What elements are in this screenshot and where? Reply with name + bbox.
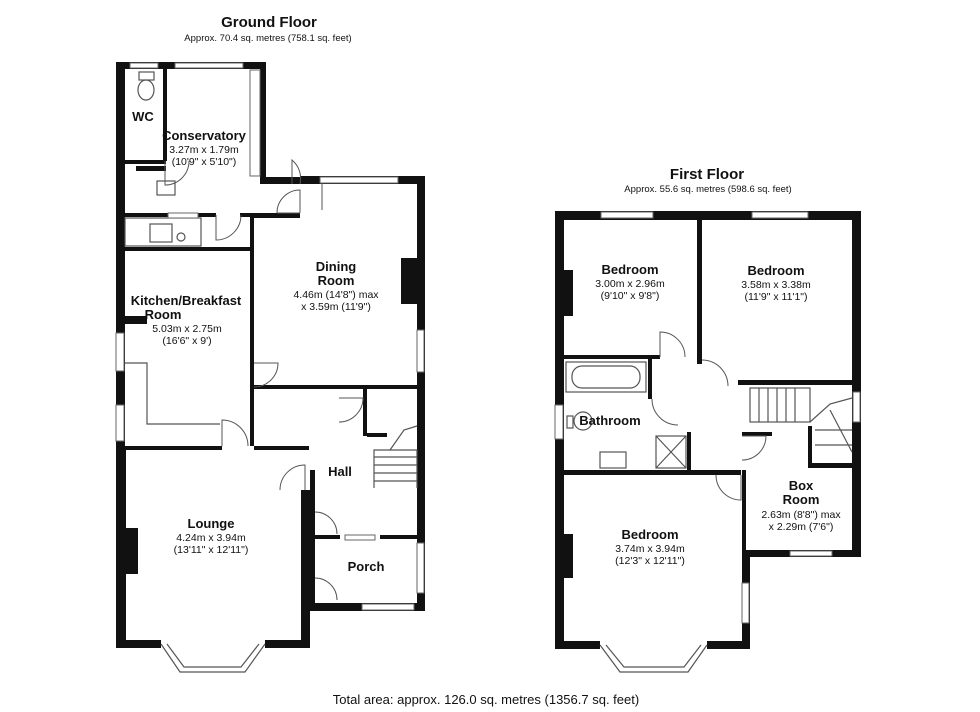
- bedroom-a-dim-imperial: (9'10" x 9'8"): [601, 290, 660, 302]
- dining-room-dim-1: 4.46m (14'8") max: [293, 289, 379, 301]
- lounge-dim-metric: 4.24m x 3.94m: [176, 532, 246, 544]
- lounge-dim-imperial: (13'11" x 12'11"): [174, 544, 249, 556]
- wc-fittings: [137, 71, 186, 243]
- lounge-label: Lounge: [188, 516, 235, 531]
- bedroom-bay-window: [599, 644, 708, 673]
- dining-room-label-2: Room: [318, 273, 355, 288]
- bedroom-b-label: Bedroom: [747, 263, 804, 278]
- first-floor-internal-walls: [564, 218, 855, 578]
- conservatory-dim-metric: 3.27m x 1.79m: [169, 144, 239, 156]
- box-room-label-1: Box: [789, 478, 814, 493]
- bedroom-c-label: Bedroom: [621, 527, 678, 542]
- dining-room-label-1: Dining: [316, 259, 356, 274]
- hall-label: Hall: [328, 464, 352, 479]
- dining-room-dim-2: x 3.59m (11'9"): [301, 301, 371, 313]
- box-room-dim-2: x 2.29m (7'6"): [769, 521, 834, 533]
- bedroom-b-dim-imperial: (11'9" x 11'1"): [744, 291, 807, 303]
- ground-floor-windows: [115, 62, 425, 611]
- ground-floor-area: Approx. 70.4 sq. metres (758.1 sq. feet): [184, 33, 351, 44]
- box-room-label-2: Room: [783, 492, 820, 507]
- kitchen-dim-metric: 5.03m x 2.75m: [152, 323, 222, 335]
- bedroom-b-dim-metric: 3.58m x 3.38m: [741, 279, 811, 291]
- bedroom-a-dim-metric: 3.00m x 2.96m: [595, 278, 665, 290]
- bathroom-fittings: [565, 361, 687, 469]
- total-area: Total area: approx. 126.0 sq. metres (13…: [333, 692, 639, 707]
- porch-label: Porch: [348, 559, 385, 574]
- first-floor-plan: First Floor Approx. 55.6 sq. metres (598…: [554, 166, 861, 673]
- bathroom-label: Bathroom: [579, 413, 640, 428]
- first-floor-title: First Floor: [670, 166, 744, 183]
- box-room-dim-1: 2.63m (8'8") max: [761, 509, 841, 521]
- conservatory-label: Conservatory: [162, 128, 247, 143]
- lounge-bay-window: [160, 643, 266, 673]
- ground-floor-internal-walls: [116, 69, 420, 574]
- first-floor-area: Approx. 55.6 sq. metres (598.6 sq. feet): [624, 184, 791, 195]
- ground-floor-stairs: [373, 425, 418, 488]
- conservatory-dim-imperial: (10'9" x 5'10"): [172, 156, 237, 168]
- kitchen-label-2: Room: [145, 307, 182, 322]
- bedroom-a-label: Bedroom: [601, 262, 658, 277]
- wc-label: WC: [132, 109, 154, 124]
- bedroom-c-dim-metric: 3.74m x 3.94m: [615, 543, 685, 555]
- ground-floor-title: Ground Floor: [221, 14, 317, 31]
- first-floor-doors: [651, 331, 767, 501]
- first-floor-windows: [554, 211, 861, 624]
- bedroom-c-dim-imperial: (12'3" x 12'11"): [615, 555, 685, 567]
- kitchen-label-1: Kitchen/Breakfast: [131, 293, 242, 308]
- ground-floor-plan: Ground Floor Approx. 70.4 sq. metres (75…: [115, 14, 425, 673]
- ground-floor-doors: [164, 158, 364, 601]
- kitchen-dim-imperial: (16'6" x 9'): [162, 335, 211, 347]
- first-floor-stairs: [749, 387, 853, 453]
